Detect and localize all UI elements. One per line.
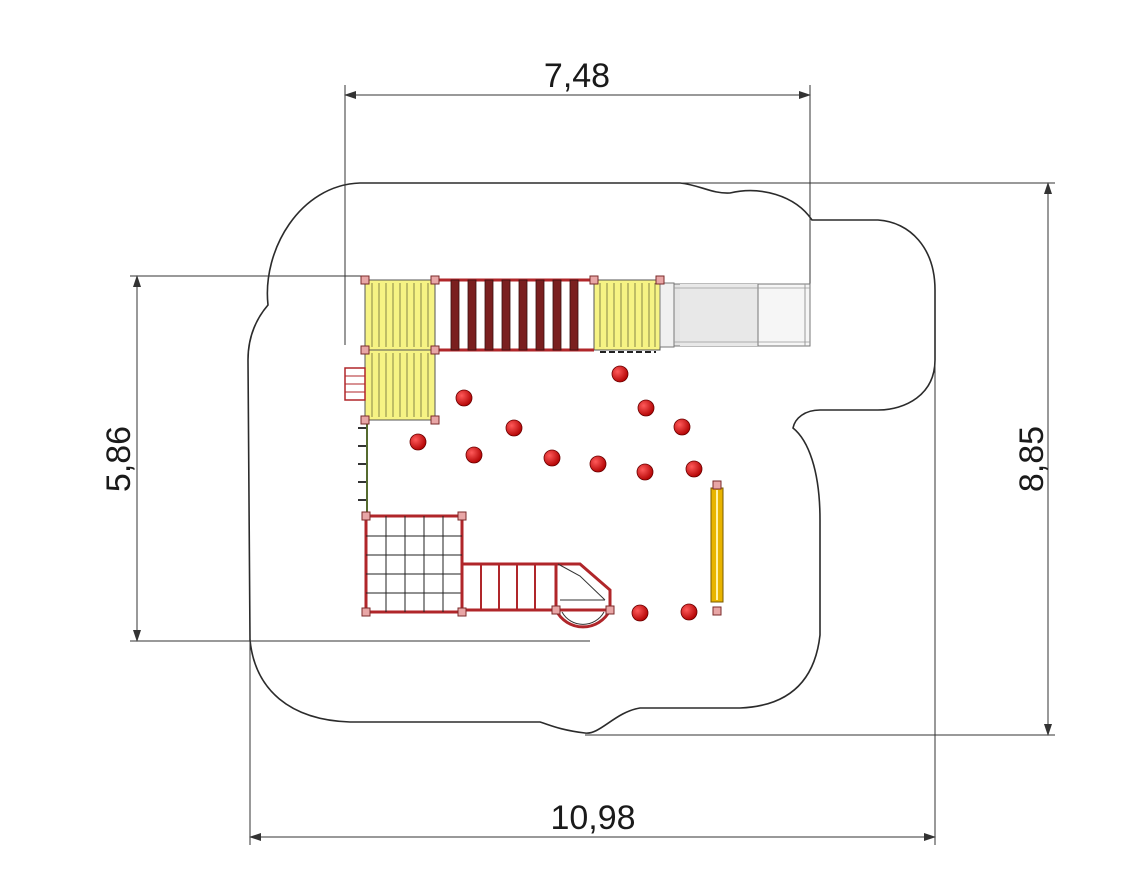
- deck-top-right: [593, 279, 661, 353]
- stepping-ball: [465, 446, 483, 464]
- post: [712, 480, 722, 490]
- post: [457, 607, 467, 617]
- stepping-ball: [636, 463, 654, 481]
- dimension-left-label: 5,86: [100, 426, 138, 492]
- stepping-ball: [685, 460, 703, 478]
- dimension-top: 7,48: [344, 57, 811, 345]
- entry-ladder: [344, 367, 366, 401]
- post: [430, 345, 440, 355]
- post: [589, 275, 599, 285]
- post: [360, 415, 370, 425]
- dimension-right: 8,85: [585, 182, 1055, 736]
- post: [361, 511, 371, 521]
- stepping-ball: [631, 604, 649, 622]
- stepping-ball: [409, 433, 427, 451]
- stepping-ball: [543, 449, 561, 467]
- slide: [659, 282, 811, 348]
- deck-middle-left: [364, 349, 436, 421]
- stepping-ball: [611, 365, 629, 383]
- post: [712, 606, 722, 616]
- dimension-left: 5,86: [100, 275, 590, 642]
- post: [430, 275, 440, 285]
- deck-top-left: [364, 279, 436, 351]
- stepping-ball: [637, 399, 655, 417]
- post: [360, 275, 370, 285]
- dimension-bottom-label: 10,98: [550, 799, 635, 837]
- post: [361, 607, 371, 617]
- post: [605, 605, 615, 615]
- posts: [360, 275, 722, 617]
- stepping-ball: [680, 603, 698, 621]
- post: [360, 345, 370, 355]
- horizontal-ladder: [460, 562, 556, 612]
- safety-zone-outline: [247, 182, 936, 734]
- climbing-net: [364, 514, 464, 614]
- stepping-ball: [455, 389, 473, 407]
- post: [430, 415, 440, 425]
- dimension-bottom: 10,98: [249, 360, 936, 845]
- climbing-pole: [710, 487, 724, 603]
- stepping-balls: [409, 365, 703, 622]
- stepping-ball: [673, 418, 691, 436]
- side-ladder: [358, 420, 368, 515]
- bridge: [435, 278, 594, 352]
- stepping-ball: [589, 455, 607, 473]
- dimension-right-label: 8,85: [1013, 426, 1051, 492]
- post: [655, 275, 665, 285]
- post: [551, 605, 561, 615]
- round-platform: [554, 562, 612, 629]
- post: [457, 511, 467, 521]
- dimension-top-label: 7,48: [544, 57, 610, 95]
- stepping-ball: [505, 419, 523, 437]
